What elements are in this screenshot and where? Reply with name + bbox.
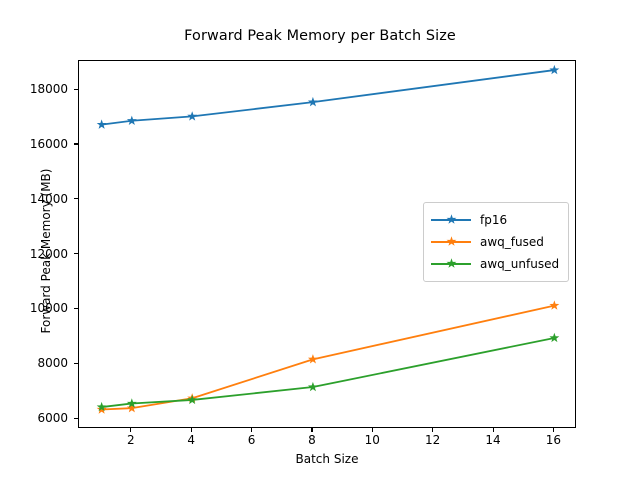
y-axis-label: Forward Peak Memory (MB) (39, 168, 53, 334)
legend-label: awq_fused (480, 235, 544, 249)
legend-swatch (431, 213, 471, 227)
y-tick-mark (74, 253, 78, 255)
data-point-marker (307, 96, 318, 107)
series-line (100, 337, 556, 408)
x-tick-mark (552, 428, 554, 432)
data-point-marker (126, 115, 137, 125)
x-tick-label: 8 (308, 433, 316, 447)
x-tick-label: 6 (247, 433, 256, 447)
data-point-marker (549, 332, 560, 343)
series-line (100, 69, 556, 126)
x-tick-mark (371, 428, 373, 432)
x-tick-label: 14 (485, 433, 501, 447)
data-point-marker (307, 381, 318, 392)
legend-item-awq_fused[interactable]: awq_fused (431, 231, 559, 253)
y-tick-label: 16000 (29, 136, 68, 151)
legend-item-fp16[interactable]: fp16 (431, 209, 559, 231)
chart-title: Forward Peak Memory per Batch Size (184, 28, 456, 44)
y-tick-mark (74, 362, 78, 364)
x-axis-label: Batch Size (295, 452, 359, 466)
y-tick-mark (74, 143, 78, 145)
x-tick-label: 2 (126, 433, 135, 447)
chart-legend: fp16 awq_fused awq_unfused (423, 202, 570, 282)
legend-star-icon (446, 236, 457, 246)
series-fp16 (96, 64, 560, 129)
legend-swatch (431, 235, 471, 249)
x-tick-label: 10 (364, 433, 380, 447)
x-tick-mark (311, 428, 313, 432)
data-point-marker (549, 300, 560, 310)
legend-star-icon (446, 214, 457, 224)
y-tick-label: 18000 (29, 82, 68, 97)
legend-label: awq_unfused (480, 257, 560, 271)
y-tick-mark (74, 417, 78, 419)
y-tick-label: 8000 (37, 356, 68, 371)
x-tick-mark (190, 428, 192, 432)
y-tick-label: 10000 (29, 301, 68, 316)
x-tick-label: 12 (424, 433, 441, 447)
x-tick-mark (432, 428, 434, 432)
data-point-marker (307, 354, 318, 364)
legend-label: fp16 (480, 213, 508, 227)
series-awq_fused (96, 300, 560, 414)
series-awq_unfused (96, 332, 560, 412)
legend-star-icon (446, 258, 457, 268)
series-line (100, 304, 556, 411)
data-point-marker (126, 398, 137, 408)
data-point-marker (187, 394, 198, 405)
data-point-marker (549, 64, 560, 75)
y-tick-label: 14000 (29, 191, 68, 206)
data-point-marker (187, 111, 198, 121)
x-tick-label: 4 (187, 433, 195, 447)
y-tick-mark (74, 307, 78, 310)
data-point-marker (96, 401, 107, 412)
x-tick-mark (251, 428, 253, 432)
plot-series-svg (96, 64, 560, 414)
x-tick-mark (492, 428, 494, 432)
y-tick-mark (74, 198, 78, 200)
y-tick-label: 6000 (37, 411, 68, 426)
y-tick-mark (74, 88, 78, 90)
data-point-marker (126, 402, 137, 413)
y-tick-label: 12000 (29, 246, 68, 261)
x-tick-mark (130, 428, 132, 432)
legend-item-awq_unfused[interactable]: awq_unfused (431, 253, 559, 275)
data-point-marker (96, 119, 107, 129)
legend-swatch (431, 257, 471, 271)
x-tick-label: 16 (545, 433, 561, 447)
